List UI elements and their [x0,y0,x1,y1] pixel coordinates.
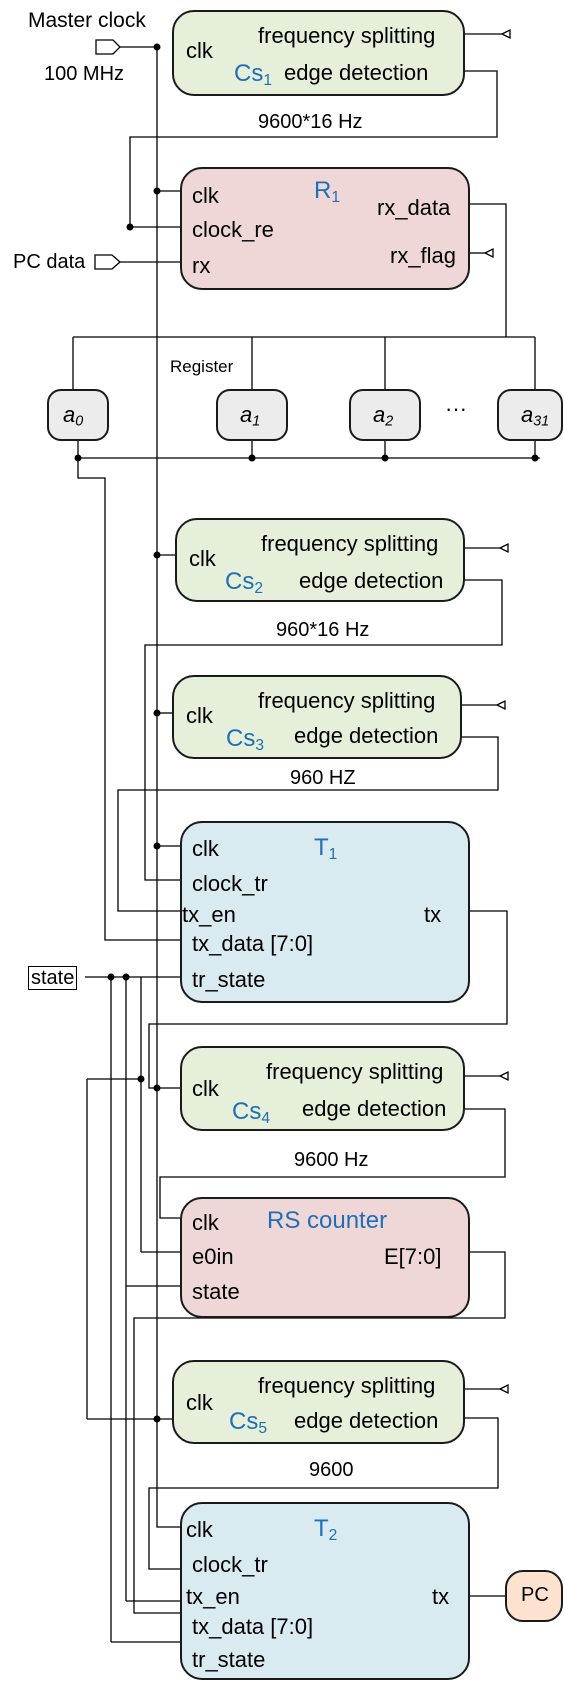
cs2-frequency-splitting-port: frequency splitting [261,531,439,556]
t2-clock-tr-port: clock_tr [192,1552,268,1577]
master-clock-port [95,39,121,55]
cs5-frequency-splitting-port: frequency splitting [258,1373,436,1398]
cs5-edge-detection-port: edge detection [294,1408,439,1433]
register-ellipsis: ··· [445,396,467,421]
cs1-frequency-splitting-port: frequency splitting [258,23,436,48]
cs4-clk-port: clk [192,1076,219,1101]
freq-label-cs5: 9600 [309,1459,354,1481]
t1-tx-port: tx [424,902,442,927]
cs2-edge-detection-port: edge detection [299,568,444,593]
register-a0-label: a0 [63,402,84,430]
freq-label-cs4: 9600 Hz [294,1149,369,1171]
cs3-frequency-splitting-port: frequency splitting [258,688,436,713]
master-clock-frequency: 100 MHz [44,63,125,85]
r1-rx-flag-port: rx_flag [390,243,457,268]
rs-counter-block: clk RS counter e0in E[7:0] state [180,1197,470,1318]
rs-state-port: state [192,1279,240,1304]
cs1-clk-port: clk [186,38,213,63]
freq-label-cs2: 960*16 Hz [276,619,370,641]
cs4-edge-detection-port: edge detection [302,1096,447,1121]
cs5-clk-port: clk [186,1390,213,1415]
cs5-block: clk frequency splitting Cs5 edge detecti… [172,1360,465,1444]
t1-tx-data-port: tx_data [7:0] [192,931,314,956]
rs-e0in-port: e0in [192,1244,234,1269]
t2-tr-state-port: tr_state [192,1647,266,1672]
t2-tx-data-port: tx_data [7:0] [192,1614,314,1639]
t2-block: clk T2 clock_tr tx_en tx tx_data [7:0] t… [180,1502,470,1680]
pc-node: PC [505,1570,563,1622]
register-a0: a0 [47,389,109,441]
t1-clock-tr-port: clock_tr [192,871,268,896]
register-a31: a31 [497,389,563,441]
r1-clk-port: clk [192,183,219,208]
cs2-block: clk frequency splitting Cs2 edge detecti… [175,518,465,602]
t1-clk-port: clk [192,836,219,861]
r1-clock-re-port: clock_re [192,217,274,242]
t2-tx-en-port: tx_en [186,1584,240,1609]
cs4-frequency-splitting-port: frequency splitting [266,1059,444,1084]
pc-data-label: PC data [13,251,86,273]
t1-tx-en-port: tx_en [182,902,236,927]
t1-block: clk T1 clock_tr tx_en tx tx_data [7:0] t… [180,821,470,1003]
t2-tx-port: tx [432,1584,450,1609]
cs4-block: clk frequency splitting Cs4 edge detecti… [180,1046,465,1131]
cs1-name: Cs1 [234,60,273,89]
register-a1-label: a1 [240,402,261,430]
freq-label-cs3: 960 HZ [290,767,356,789]
cs2-clk-port: clk [189,546,216,571]
rs-e-port: E[7:0] [384,1244,442,1269]
register-a2: a2 [349,389,421,441]
r1-name: R1 [314,177,341,206]
pc-label: PC [521,1584,549,1606]
cs1-block: clk frequency splitting Cs1 edge detecti… [172,10,465,96]
master-clock-label: Master clock [28,9,146,32]
rs-clk-port: clk [192,1210,219,1235]
register-a1: a1 [216,389,288,441]
cs4-name: Cs4 [232,1098,271,1127]
cs2-name: Cs2 [225,568,264,597]
cs3-edge-detection-port: edge detection [294,723,439,748]
state-input: state [28,966,78,990]
cs5-name: Cs5 [229,1408,268,1437]
cs3-name: Cs3 [226,725,265,754]
t2-name: T2 [314,1515,338,1544]
t1-name: T1 [314,834,338,863]
freq-label-cs1: 9600*16 Hz [258,111,363,133]
rs-counter-name: RS counter [267,1207,388,1234]
r1-rx-port: rx [192,253,211,278]
cs1-edge-detection-port: edge detection [284,60,429,85]
r1-block: clk clock_re rx R1 rx_data rx_flag [180,167,470,290]
cs3-block: clk frequency splitting Cs3 edge detecti… [172,675,462,759]
pc-data-port [94,254,121,270]
register-a2-label: a2 [373,402,394,430]
register-a31-label: a31 [521,402,550,430]
cs3-clk-port: clk [186,703,213,728]
r1-rx-data-port: rx_data [377,195,451,220]
register-label: Register [170,357,234,376]
t1-tr-state-port: tr_state [192,967,266,992]
t2-clk-port: clk [186,1517,213,1542]
